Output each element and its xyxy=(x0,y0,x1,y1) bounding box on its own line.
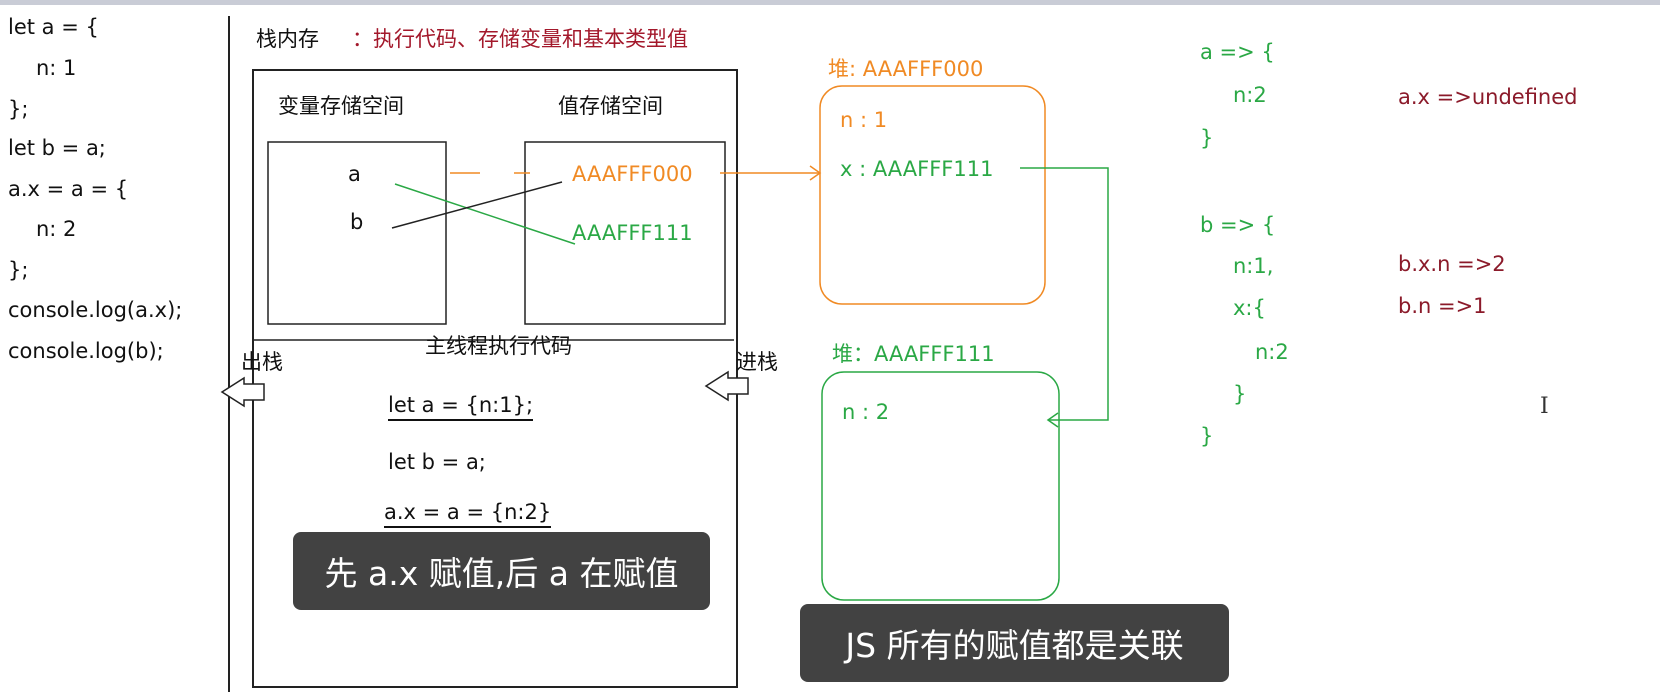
code-line: console.log(b); xyxy=(8,339,164,363)
link-a-to-aaafff111 xyxy=(394,183,576,245)
heap2-title: 堆：AAAFFF111 xyxy=(832,342,995,366)
code-line: }; xyxy=(8,258,29,282)
link-b-to-aaafff000 xyxy=(391,181,563,229)
heap2-line: n : 2 xyxy=(842,400,890,424)
code-line: n: 1 xyxy=(36,56,77,80)
code-line: }; xyxy=(8,97,29,121)
heap1-box xyxy=(819,85,1046,305)
heap1-line: x : AAAFFF111 xyxy=(840,157,994,181)
note-a: a => { xyxy=(1200,40,1275,64)
pop-arrow-icon xyxy=(220,376,265,408)
note-b: n:1, xyxy=(1233,254,1274,278)
stack-title: 栈内存 xyxy=(256,27,319,51)
heap2-box xyxy=(821,371,1060,601)
code-line: let a = { xyxy=(8,15,99,39)
code-line: a.x = a = { xyxy=(8,177,129,201)
note-a: } xyxy=(1200,126,1214,150)
pop-label: 出栈 xyxy=(241,350,283,374)
note-b-result: b.x.n =>2 xyxy=(1398,252,1506,276)
note-b: } xyxy=(1233,382,1247,406)
heap1-title: 堆: AAAFFF000 xyxy=(828,57,984,81)
code-line: n: 2 xyxy=(36,217,77,241)
note-b: x:{ xyxy=(1233,296,1266,320)
var-a: a xyxy=(348,162,361,186)
note-a: n:2 xyxy=(1233,83,1267,107)
window-top-bar xyxy=(0,0,1660,5)
code-line: let b = a; xyxy=(8,136,106,160)
addr-orange: AAAFFF000 xyxy=(572,162,693,186)
exec-line: let a = {n:1}; xyxy=(388,393,534,421)
note-b: b => { xyxy=(1200,213,1276,237)
arrow-head xyxy=(1046,412,1059,428)
val-space-box xyxy=(524,141,726,325)
text-cursor-icon: I xyxy=(1540,394,1549,419)
link-heap1-x-to-heap2 xyxy=(1020,167,1109,421)
note-b: } xyxy=(1200,424,1214,448)
var-space-label: 变量存储空间 xyxy=(278,94,404,118)
caption-right: JS 所有的赋值都是关联 xyxy=(800,604,1229,682)
heap1-line: n : 1 xyxy=(840,108,888,132)
push-label: 进栈 xyxy=(736,350,778,374)
code-line: console.log(a.x); xyxy=(8,298,183,322)
note-b: n:2 xyxy=(1255,340,1289,364)
addr-green: AAAFFF111 xyxy=(572,221,693,245)
exec-line: a.x = a = {n:2} xyxy=(384,500,552,528)
caption-left: 先 a.x 赋值,后 a 在赋值 xyxy=(293,532,710,610)
var-space-box xyxy=(267,141,447,325)
push-arrow-icon xyxy=(704,370,749,402)
main-thread-label: 主线程执行代码 xyxy=(425,334,572,358)
val-space-label: 值存储空间 xyxy=(558,94,663,118)
note-a-result: a.x =>undefined xyxy=(1398,85,1578,109)
stack-subtitle: ：执行代码、存储变量和基本类型值 xyxy=(352,27,688,51)
var-b: b xyxy=(350,210,364,234)
note-b-result: b.n =>1 xyxy=(1398,294,1487,318)
exec-line: let b = a; xyxy=(388,450,486,474)
